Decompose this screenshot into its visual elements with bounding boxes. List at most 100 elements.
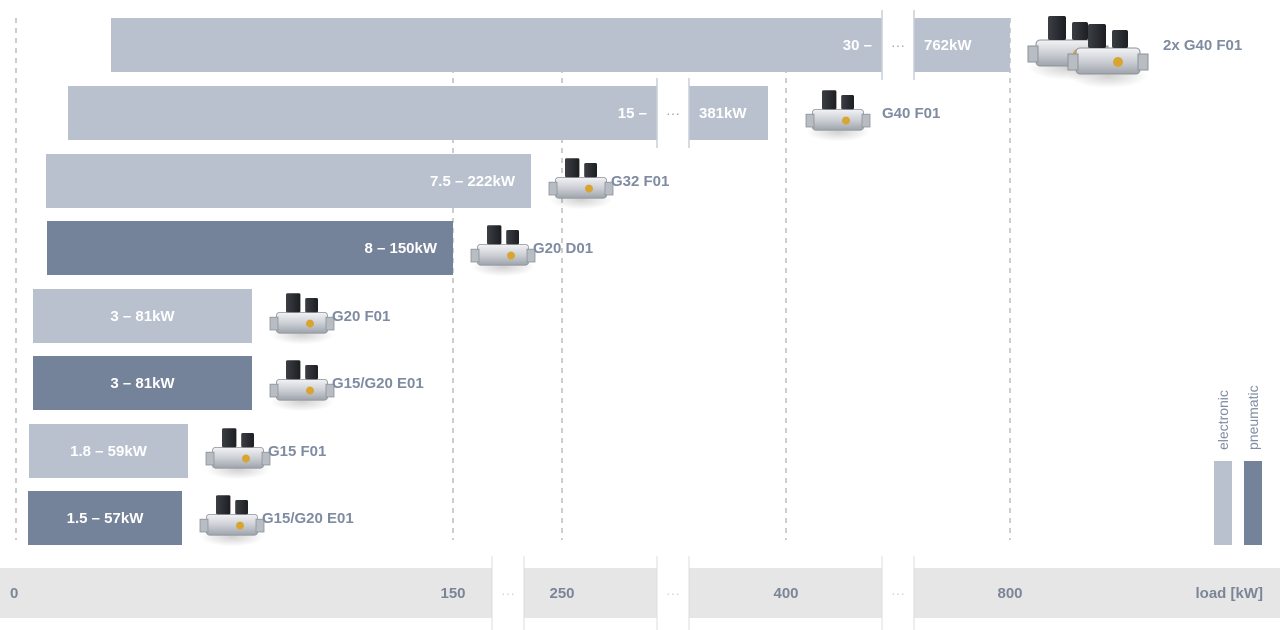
axis-break	[492, 556, 524, 630]
bar-value-label: 30 –	[843, 37, 872, 54]
valve-coil	[1048, 16, 1066, 40]
valve-body	[476, 243, 530, 266]
valve-coil	[305, 365, 318, 380]
valve-coil	[216, 495, 231, 515]
gas-valve-icon	[199, 495, 265, 547]
valve-fitting	[507, 251, 515, 260]
valve-fitting	[585, 184, 593, 193]
bar-value-label: 3 – 81kW	[110, 375, 175, 392]
bar-segment	[914, 18, 1010, 72]
model-label: G40 F01	[882, 105, 940, 122]
x-tick-label: 0	[10, 585, 18, 602]
x-tick-label: 400	[773, 585, 798, 602]
valve-flange	[199, 518, 209, 533]
valve-fitting	[306, 386, 314, 395]
valve-fitting	[842, 116, 850, 125]
valve-flange	[604, 181, 614, 196]
valve-body	[554, 176, 608, 199]
valve-coil	[305, 298, 318, 313]
valve-body	[275, 378, 329, 401]
valve-body	[275, 311, 329, 334]
model-label: 2x G40 F01	[1163, 37, 1242, 54]
bar-value-label: 7.5 – 222kW	[430, 173, 516, 190]
bar-row: 3 – 81kW G20 F01	[33, 289, 390, 345]
valve-flange	[805, 113, 815, 128]
bar	[46, 154, 531, 208]
valve-flange	[861, 113, 871, 128]
model-label: G20 F01	[332, 308, 390, 325]
bar-value-label: 762kW	[924, 37, 972, 54]
model-label: G15/G20 E01	[262, 510, 354, 527]
bar-value-label: 3 – 81kW	[110, 308, 175, 325]
x-tick-label: 250	[549, 585, 574, 602]
valve-flange	[470, 248, 480, 263]
legend-label-electronic: electronic	[1215, 390, 1231, 450]
bar-value-label: 1.5 – 57kW	[67, 510, 145, 527]
gas-valve-icon	[470, 225, 536, 277]
valve-coil	[1072, 22, 1088, 40]
axis-break	[882, 556, 914, 630]
valve-body	[811, 108, 865, 131]
valve-fitting	[236, 521, 244, 530]
gas-valve-icon	[205, 428, 271, 480]
legend-swatch-electronic	[1214, 461, 1232, 545]
axis-break-ellipsis: ···	[891, 585, 905, 601]
valve-fitting	[242, 454, 250, 463]
valve-coil	[584, 163, 597, 178]
model-label: G15 F01	[268, 443, 326, 460]
bar-value-label: 8 – 150kW	[364, 240, 437, 257]
valve-coil	[506, 230, 519, 245]
valve-coil	[286, 293, 301, 313]
valve-coil	[241, 433, 254, 448]
valve-fitting	[1113, 57, 1123, 67]
bar-value-label: 381kW	[699, 105, 747, 122]
valve-flange	[261, 451, 271, 466]
bar	[28, 491, 182, 545]
x-tick-label: 150	[440, 585, 465, 602]
bar-break-ellipsis: ···	[891, 37, 905, 53]
twin-gas-valve-icon	[1067, 24, 1149, 88]
valve-body	[211, 446, 265, 469]
bar-row: 1.8 – 59kW G15 F01	[29, 424, 326, 480]
x-axis-title: load [kW]	[1196, 585, 1264, 602]
bar	[33, 356, 252, 410]
gas-valve-icon	[548, 158, 614, 210]
bar	[33, 289, 252, 343]
valve-flange	[1137, 53, 1149, 71]
bar	[47, 221, 453, 275]
valve-coil	[1088, 24, 1106, 48]
axis-break-ellipsis: ···	[501, 585, 515, 601]
bar-row: 1.5 – 57kW G15/G20 E01	[28, 491, 354, 547]
valve-flange	[325, 316, 335, 331]
valve-flange	[1027, 45, 1039, 63]
bar-row: ··· 30 – 762kW 2x G40 F01	[111, 10, 1242, 88]
axis-break	[657, 556, 689, 630]
valve-flange	[548, 181, 558, 196]
valve-body	[1075, 47, 1141, 75]
bar-value-label: 1.8 – 59kW	[70, 443, 148, 460]
bar-segment	[111, 18, 882, 72]
valve-flange	[526, 248, 536, 263]
x-tick-label: 800	[997, 585, 1022, 602]
gas-valve-icon	[269, 360, 335, 412]
valve-coil	[822, 90, 837, 110]
bar-segment	[689, 86, 768, 140]
valve-coil	[286, 360, 301, 380]
valve-body	[205, 513, 259, 536]
valve-flange	[255, 518, 265, 533]
gas-valve-icon	[805, 90, 871, 142]
bar	[29, 424, 188, 478]
valve-coil	[1112, 30, 1128, 48]
valve-flange	[1067, 53, 1079, 71]
valve-coil	[565, 158, 580, 178]
valve-flange	[269, 383, 279, 398]
